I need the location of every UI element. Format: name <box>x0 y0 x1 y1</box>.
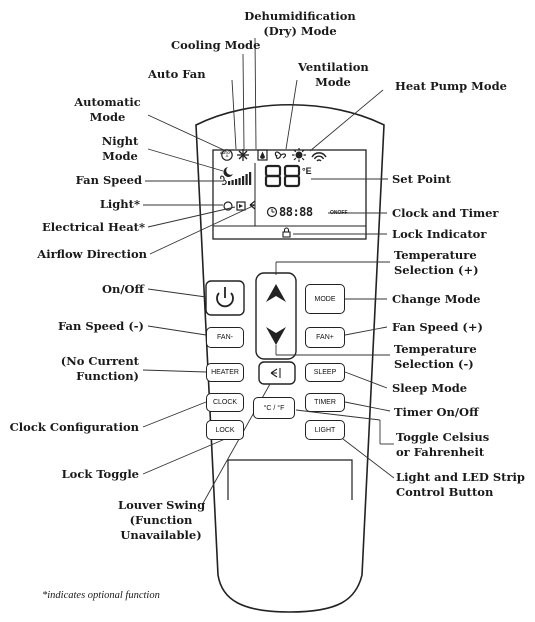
svg-text:A: A <box>226 153 229 158</box>
sun-icon <box>292 148 306 162</box>
label-clock-and-timer: Clock and Timer <box>392 206 499 220</box>
droplet-icon <box>257 149 268 161</box>
fan-plus-button[interactable]: FAN+ <box>305 327 345 348</box>
louver-swing-icon <box>270 368 281 378</box>
label-cooling-mode: Cooling Mode <box>171 38 261 52</box>
heater-button[interactable]: HEATER <box>206 363 244 382</box>
label-set-point: Set Point <box>392 172 451 186</box>
label-clock-configuration: Clock Configuration <box>9 420 139 434</box>
power-icon <box>216 287 234 308</box>
label-change-mode: Change Mode <box>392 292 481 306</box>
label-on-off: On/Off <box>101 282 144 296</box>
label-auto-fan: Auto Fan <box>148 67 206 81</box>
label-sleep-mode: Sleep Mode <box>392 381 468 395</box>
auto-mode-icon: A <box>221 149 233 161</box>
set-point-unit: °E <box>302 166 312 176</box>
fan-speed-bars <box>220 172 252 185</box>
label-fan-speed-minus: Fan Speed (-) <box>57 319 144 333</box>
fan-minus-button[interactable]: FAN- <box>206 327 244 348</box>
snowflake-icon <box>237 149 249 161</box>
onoff-indicator: ONOFF <box>330 210 348 216</box>
label-lock-indicator: Lock Indicator <box>392 227 487 241</box>
label-heat-pump-mode: Heat Pump Mode <box>395 79 507 93</box>
fan-icon <box>274 151 287 159</box>
down-arrow-icon <box>266 327 286 345</box>
label-fan-speed: Fan Speed <box>75 173 142 187</box>
up-arrow-icon <box>266 284 286 302</box>
footnote: *indicates optional function <box>42 590 160 601</box>
clock-digits: 88:88 <box>279 205 313 219</box>
lock-button[interactable]: LOCK <box>206 420 244 440</box>
set-point-digits <box>264 164 301 188</box>
sleep-button[interactable]: SLEEP <box>305 363 345 382</box>
moon-icon <box>223 167 233 177</box>
label-dehumidification: Dehumidification(Dry) Mode <box>244 9 356 38</box>
label-lock-toggle: Lock Toggle <box>61 467 139 481</box>
light-button[interactable]: LIGHT <box>305 420 345 440</box>
clock-icon <box>266 206 278 218</box>
auto-icon-text: AUTO <box>220 151 230 155</box>
label-airflow-direction: Airflow Direction <box>37 247 147 261</box>
lock-icon <box>282 227 291 238</box>
label-electrical-heat: Electrical Heat* <box>42 220 145 234</box>
remote-bottom-cap <box>227 459 353 500</box>
light-icon <box>223 201 246 211</box>
leader-lines <box>142 37 395 506</box>
label-light: Light* <box>99 197 140 211</box>
clock-button[interactable]: CLOCK <box>206 393 244 412</box>
label-timer-on-off: Timer On/Off <box>394 405 479 419</box>
mode-button[interactable]: MODE <box>305 284 345 314</box>
label-fan-speed-plus: Fan Speed (+) <box>392 320 483 334</box>
wifi-icon <box>311 152 327 162</box>
lcd-screen <box>212 149 367 240</box>
timer-button[interactable]: TIMER <box>305 393 345 412</box>
celsius-fahrenheit-button[interactable]: °C / °F <box>253 397 295 419</box>
